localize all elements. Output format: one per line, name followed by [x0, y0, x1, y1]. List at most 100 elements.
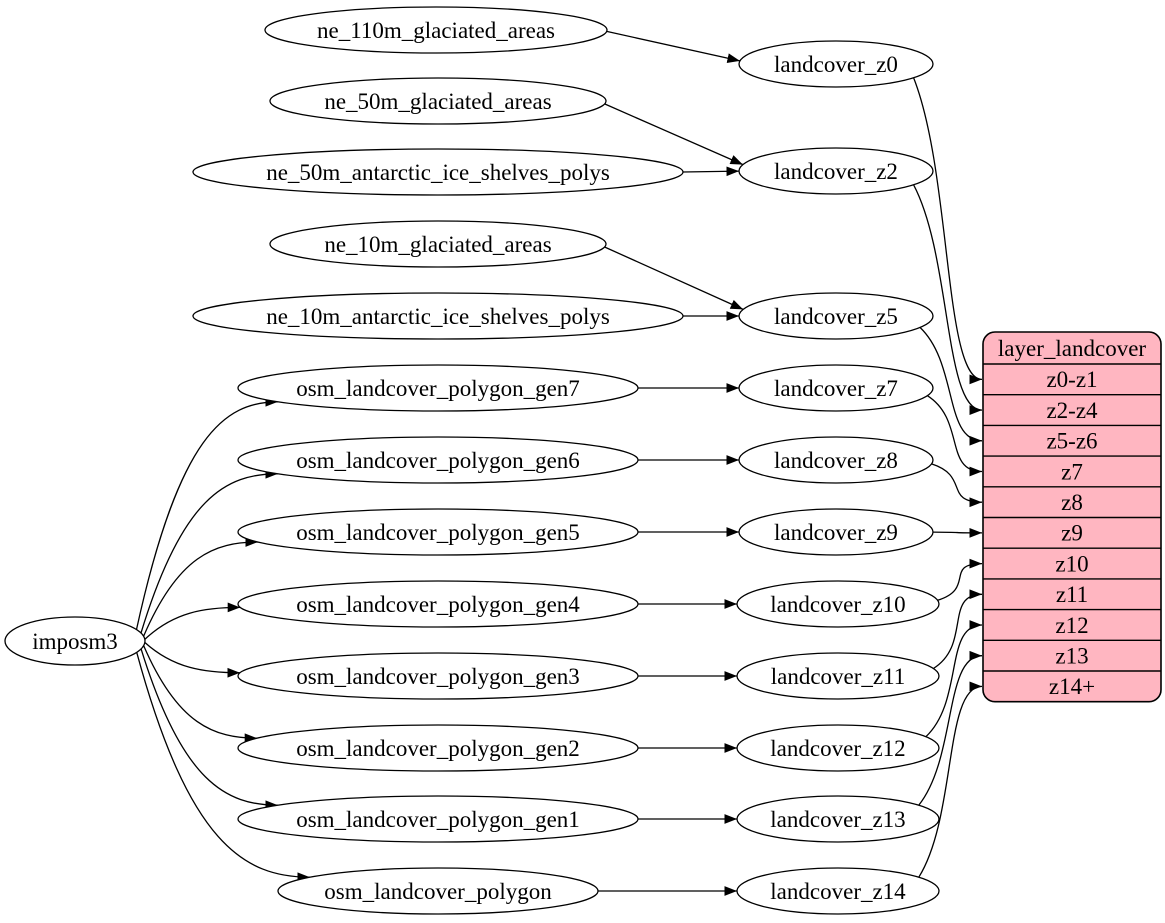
node-label: ne_50m_antarctic_ice_shelves_polys: [266, 160, 610, 185]
node-osm_landcover_polygon_gen4: osm_landcover_polygon_gen4: [237, 580, 639, 628]
table-row-z12: z12: [1055, 613, 1088, 638]
node-shape: [237, 364, 639, 412]
node-label: osm_landcover_polygon_gen5: [296, 520, 580, 545]
table-row-z0-z1: z0-z1: [1046, 367, 1097, 392]
node-landcover_z9: landcover_z9: [738, 508, 934, 556]
edge-imposm3-to-osm_landcover_polygon_gen5: [143, 537, 259, 637]
node-shape: [237, 508, 639, 556]
node-label: landcover_z8: [774, 448, 898, 473]
node-shape: [736, 724, 940, 772]
node-shape: [738, 147, 934, 195]
edge-landcover_z7-to-layer-row-3: [927, 395, 983, 477]
node-shape: [237, 580, 639, 628]
node-ne_110m_glaciated_areas: ne_110m_glaciated_areas: [264, 6, 608, 54]
table-row-z11: z11: [1056, 582, 1088, 607]
edge-landcover_z2-to-layer-row-1: [913, 184, 983, 415]
node-label: osm_landcover_polygon_gen7: [296, 376, 580, 401]
node-label: ne_10m_antarctic_ice_shelves_polys: [266, 304, 610, 329]
edge-imposm3-to-osm_landcover_polygon_gen4: [144, 602, 241, 640]
node-shape: [192, 148, 684, 196]
node-label: osm_landcover_polygon_gen1: [296, 807, 580, 832]
table-row-z9: z9: [1061, 521, 1083, 546]
edge-imposm3-to-osm_landcover_polygon: [136, 652, 311, 883]
node-shape: [738, 364, 934, 412]
node-label: landcover_z9: [774, 520, 898, 545]
node-landcover_z14: landcover_z14: [736, 867, 940, 915]
node-label: landcover_z14: [770, 879, 906, 904]
node-label: landcover_z12: [770, 736, 905, 761]
node-landcover_z13: landcover_z13: [736, 795, 940, 843]
edge-imposm3-to-osm_landcover_polygon_gen1: [140, 648, 279, 811]
node-label: osm_landcover_polygon: [324, 879, 552, 904]
table-row-z14+: z14+: [1049, 674, 1095, 699]
edge-landcover_z12-to-layer-row-8: [925, 620, 983, 738]
node-shape: [237, 724, 639, 772]
node-osm_landcover_polygon_gen1: osm_landcover_polygon_gen1: [237, 795, 639, 843]
node-label: landcover_z0: [774, 52, 898, 77]
node-ne_50m_glaciated_areas: ne_50m_glaciated_areas: [269, 77, 607, 125]
node-osm_landcover_polygon: osm_landcover_polygon: [277, 867, 599, 915]
edge-landcover_z0-to-layer-row-0: [912, 77, 983, 385]
node-landcover_z11: landcover_z11: [736, 652, 940, 700]
node-shape: [269, 220, 607, 268]
node-osm_landcover_polygon_gen5: osm_landcover_polygon_gen5: [237, 508, 639, 556]
node-landcover_z2: landcover_z2: [738, 147, 934, 195]
table-row-z8: z8: [1061, 490, 1083, 515]
node-shape: [264, 6, 608, 54]
node-label: landcover_z5: [774, 304, 898, 329]
edge-landcover_z13-to-layer-row-9: [918, 650, 983, 806]
node-shape: [738, 508, 934, 556]
node-landcover_z12: landcover_z12: [736, 724, 940, 772]
edge-landcover_z11-to-layer-row-7: [933, 589, 983, 670]
edge-imposm3-to-osm_landcover_polygon_gen7: [135, 396, 279, 630]
edge-imposm3-to-osm_landcover_polygon_gen2: [143, 645, 258, 744]
edge-landcover_z10-to-layer-row-6: [937, 558, 983, 601]
node-shape: [736, 795, 940, 843]
node-osm_landcover_polygon_gen3: osm_landcover_polygon_gen3: [237, 652, 639, 700]
node-label: osm_landcover_polygon_gen2: [296, 736, 580, 761]
node-ne_10m_glaciated_areas: ne_10m_glaciated_areas: [269, 220, 607, 268]
node-shape: [237, 436, 639, 484]
node-label: osm_landcover_polygon_gen3: [296, 664, 580, 689]
node-shape: [738, 40, 934, 88]
node-landcover_z8: landcover_z8: [738, 436, 934, 484]
edge-ne_10m_glaciated_areas-to-landcover_z5: [604, 246, 744, 310]
node-shape: [192, 292, 684, 340]
node-label: landcover_z13: [770, 807, 905, 832]
node-landcover_z7: landcover_z7: [738, 364, 934, 412]
node-label: ne_50m_glaciated_areas: [324, 89, 551, 114]
node-shape: [277, 867, 599, 915]
edge-imposm3-to-osm_landcover_polygon_gen6: [140, 468, 279, 634]
node-ne_50m_antarctic_ice_shelves_polys: ne_50m_antarctic_ice_shelves_polys: [192, 148, 684, 196]
edge-ne_50m_antarctic_ice_shelves_polys-to-landcover_z2: [682, 166, 740, 177]
node-label: ne_110m_glaciated_areas: [317, 18, 555, 43]
node-landcover_z10: landcover_z10: [736, 580, 940, 628]
node-label: landcover_z2: [774, 159, 898, 184]
node-osm_landcover_polygon_gen7: osm_landcover_polygon_gen7: [237, 364, 639, 412]
node-shape: [736, 580, 940, 628]
edge-ne_110m_glaciated_areas-to-landcover_z0: [606, 30, 741, 63]
table-row-z7: z7: [1061, 459, 1083, 484]
node-landcover_z5: landcover_z5: [738, 292, 934, 340]
table-row-z2-z4: z2-z4: [1046, 398, 1098, 423]
node-label: landcover_z11: [771, 664, 906, 689]
node-shape: [738, 436, 934, 484]
table-layer_landcover: layer_landcoverz0-z1z2-z4z5-z6z7z8z9z10z…: [982, 331, 1162, 703]
node-osm_landcover_polygon_gen2: osm_landcover_polygon_gen2: [237, 724, 639, 772]
node-ne_10m_antarctic_ice_shelves_polys: ne_10m_antarctic_ice_shelves_polys: [192, 292, 684, 340]
node-shape: [738, 292, 934, 340]
node-label: osm_landcover_polygon_gen6: [296, 448, 580, 473]
edge-landcover_z5-to-layer-row-2: [919, 327, 983, 446]
node-shape: [736, 867, 940, 915]
edge-landcover_z8-to-layer-row-4: [931, 463, 983, 508]
table-header: layer_landcover: [998, 336, 1146, 361]
node-label: ne_10m_glaciated_areas: [324, 232, 551, 257]
edge-landcover_z14-to-layer-row-10: [918, 681, 983, 878]
node-shape: [736, 652, 940, 700]
edge-landcover_z9-to-layer-row-5: [932, 528, 983, 538]
table-row-z10: z10: [1055, 551, 1088, 576]
node-label: landcover_z7: [774, 376, 898, 401]
